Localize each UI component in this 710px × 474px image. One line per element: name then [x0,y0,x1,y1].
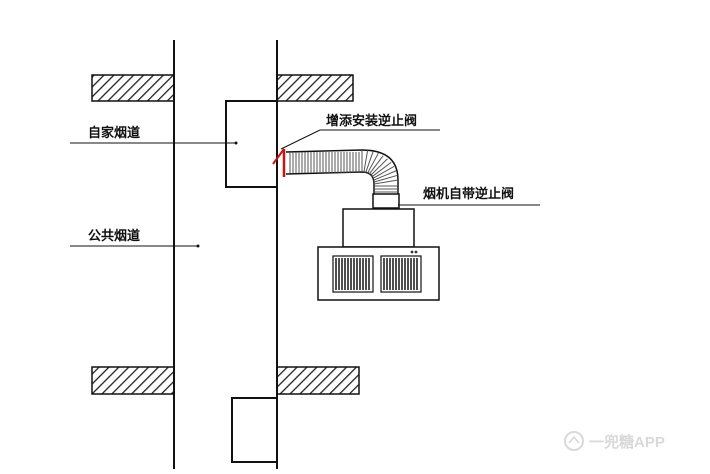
label-added-check-valve: 增添安装逆止阀 [326,113,417,129]
floor-slab-lower-left [91,366,175,395]
range-hood-filter-right [380,255,422,293]
leader-added-check-valve [280,129,321,150]
range-hood-indicator-1 [410,250,414,254]
watermark: 一兜糖APP [564,431,665,451]
flexible-exhaust-duct [285,149,399,196]
range-hood-filter-left [332,255,374,293]
own-flue-lower [231,397,277,463]
range-hood-motor-box [342,208,415,248]
duct-collar [372,193,400,209]
leader-own-flue-dot [234,141,238,145]
label-public-flue: 公共烟道 [88,228,140,244]
range-hood-indicator-2 [414,250,418,254]
watermark-logo-icon [564,431,584,451]
floor-slab-upper-right [276,74,354,102]
watermark-text: 一兜糖APP [589,433,665,451]
own-flue-upper [225,100,277,188]
floor-slab-lower-right [276,366,360,395]
leader-public-flue-dot [196,244,200,248]
floor-slab-upper-left [91,74,175,102]
added-check-valve [272,148,286,177]
label-hood-builtin-valve: 烟机自带逆止阀 [423,186,514,202]
label-own-flue: 自家烟道 [88,125,140,141]
